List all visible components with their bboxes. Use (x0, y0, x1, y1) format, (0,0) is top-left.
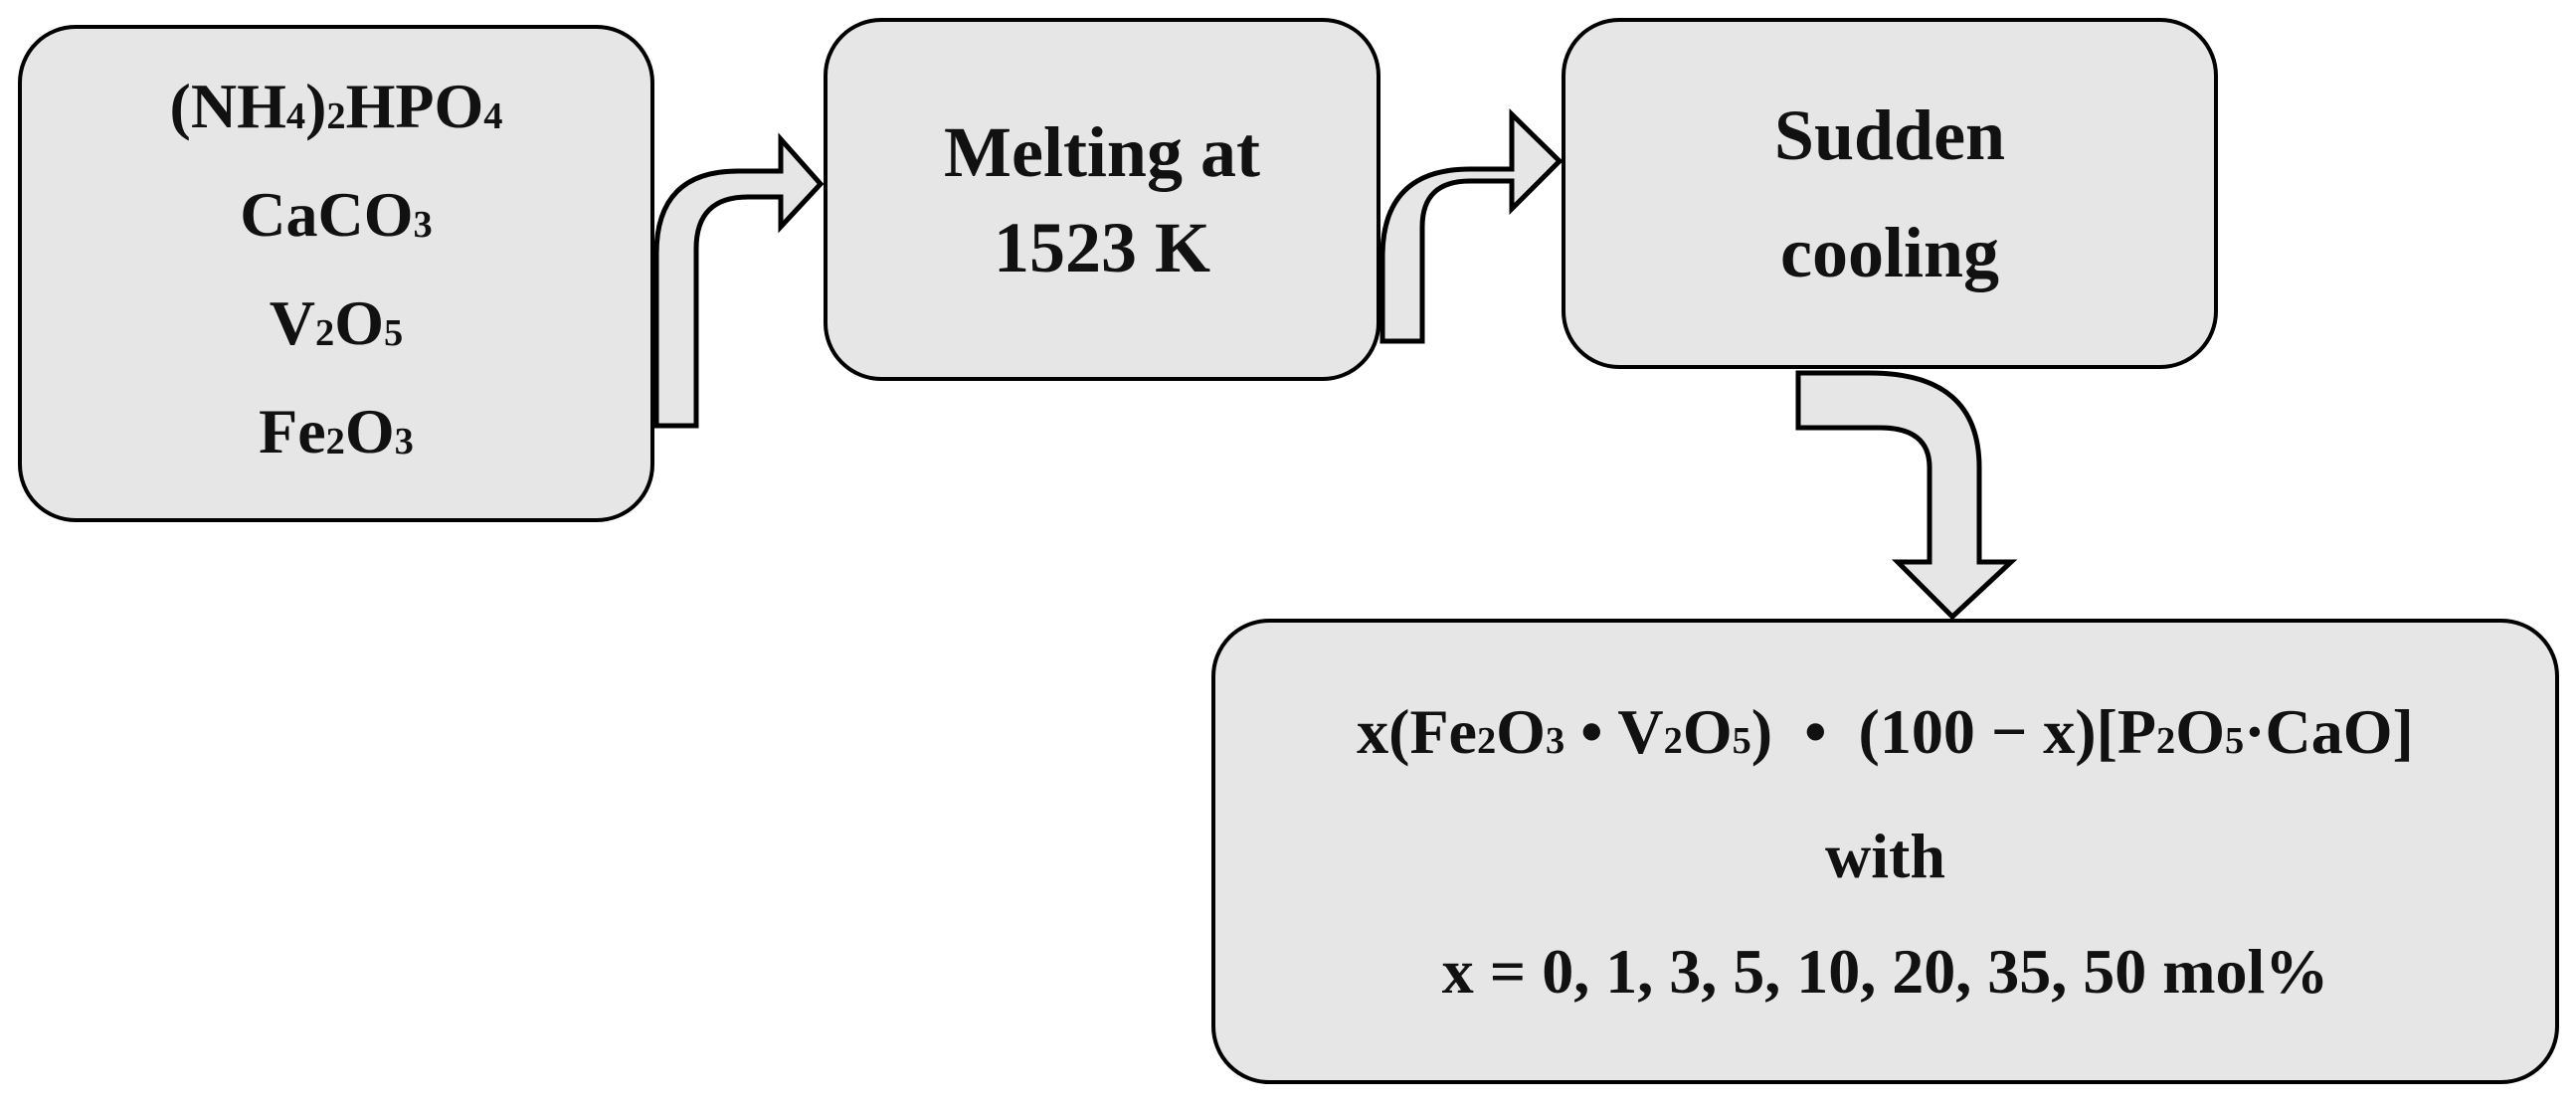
formula-text: O (1496, 695, 1546, 767)
formula-subscript: 4 (285, 94, 306, 137)
formula-text: ) • (100 − x)[P (1750, 695, 2157, 767)
formula-subscript: 2 (2156, 720, 2176, 763)
composition-values: x = 0, 1, 3, 5, 10, 20, 35, 50 mol% (1441, 935, 2329, 1007)
arrow-raw-to-melting (653, 132, 825, 429)
cooling-label-line1: Sudden (1773, 94, 2006, 175)
formula-subscript: 3 (413, 203, 433, 246)
formula-text: x(Fe (1357, 695, 1477, 767)
raw-material-ammonium-phosphate: (NH4)2HPO4 (170, 57, 503, 165)
with-label: with (1825, 820, 1945, 891)
formula-text: ·CaO] (2244, 695, 2414, 767)
raw-materials-box: (NH4)2HPO4 CaCO3 V2O5 Fe2O3 (18, 25, 654, 522)
formula-subscript: 5 (384, 311, 404, 354)
formula-subscript: 5 (2225, 720, 2245, 763)
formula-text: O (334, 287, 384, 358)
formula-text: (NH (169, 71, 286, 141)
melting-temperature: 1523 K (993, 207, 1210, 287)
glass-formula: x(Fe2O3 • V2O5) • (100 − x)[P2O5·CaO] (1357, 674, 2414, 799)
raw-material-vanadium-oxide: V2O5 (270, 274, 403, 382)
formula-subscript: 4 (483, 94, 503, 137)
formula-text: HPO (345, 71, 484, 141)
formula-text: O (344, 396, 395, 466)
melting-label: Melting at (944, 111, 1260, 192)
melting-step-box: Melting at 1523 K (824, 18, 1380, 381)
formula-subscript: 3 (1545, 720, 1565, 763)
formula-subscript: 5 (1732, 720, 1751, 763)
raw-material-calcium-carbonate: CaCO3 (240, 165, 432, 274)
formula-text: • V (1564, 695, 1664, 767)
cooling-label-line2: cooling (1779, 212, 1999, 292)
formula-text: O (1682, 695, 1733, 767)
formula-subscript: 2 (1663, 720, 1683, 763)
glass-composition-box: x(Fe2O3 • V2O5) • (100 − x)[P2O5·CaO] wi… (1211, 619, 2559, 1084)
arrow-melting-to-cooling (1380, 108, 1564, 344)
cooling-step-box: Sudden cooling (1562, 18, 2218, 369)
formula-subscript: 2 (325, 420, 345, 462)
formula-subscript: 2 (326, 94, 346, 137)
raw-material-iron-oxide: Fe2O3 (259, 382, 414, 490)
formula-subscript: 3 (394, 420, 414, 462)
formula-subscript: 2 (315, 311, 335, 354)
arrow-cooling-to-result (1795, 370, 2018, 621)
formula-text: V (269, 287, 316, 358)
formula-text: O (2175, 695, 2225, 767)
formula-text: Fe (259, 396, 326, 466)
formula-text: ) (305, 71, 327, 141)
formula-subscript: 2 (1476, 720, 1497, 763)
formula-text: CaCO (240, 179, 414, 250)
